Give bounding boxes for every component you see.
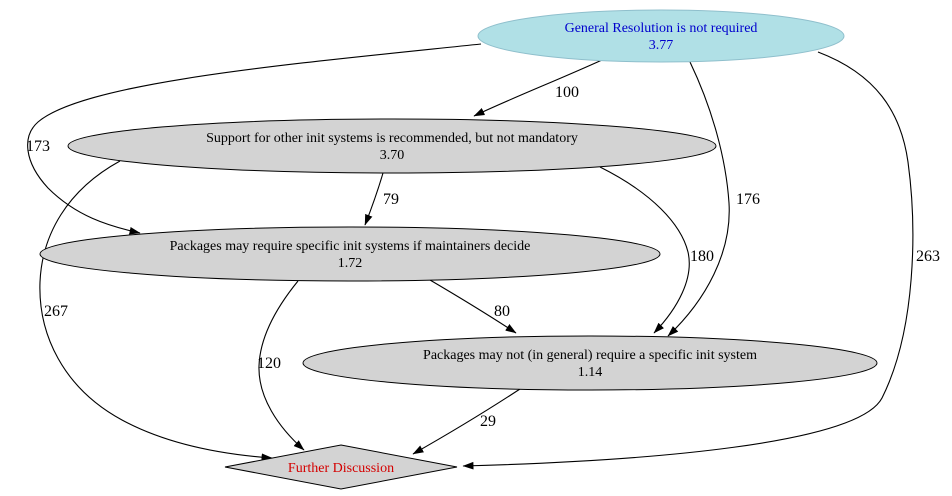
node-ellipse bbox=[39, 226, 661, 282]
edge-gr-to-may-not-require bbox=[667, 61, 730, 337]
edge-label-margin: 79 bbox=[383, 191, 399, 208]
node-score: 1.14 bbox=[578, 365, 603, 380]
node-label: Packages may not (in general) require a … bbox=[423, 348, 757, 363]
edge-gr-to-support bbox=[473, 59, 603, 117]
node-label: Support for other init systems is recomm… bbox=[206, 131, 578, 146]
edge-may-not-require-to-further-discussion bbox=[412, 388, 521, 455]
edge-support-to-maintainers-decide bbox=[364, 172, 384, 226]
edge-support-to-may-not-require bbox=[599, 166, 690, 334]
node-further-discussion: Further Discussion bbox=[224, 444, 458, 490]
node-support-other-init-recommended: Support for other init systems is recomm… bbox=[67, 118, 717, 174]
node-ellipse bbox=[67, 118, 717, 174]
node-label: Packages may require specific init syste… bbox=[170, 239, 531, 254]
edge-label-margin: 29 bbox=[480, 413, 496, 430]
edge-label-margin: 263 bbox=[916, 248, 940, 265]
edge-maintainers-decide-to-may-not-require bbox=[429, 279, 517, 334]
edge-label-margin: 173 bbox=[26, 138, 50, 155]
edge-support-to-further-discussion bbox=[39, 160, 273, 462]
edge-label-margin: 80 bbox=[494, 303, 510, 320]
node-label: General Resolution is not required bbox=[565, 21, 758, 36]
edge-label-margin: 180 bbox=[690, 248, 714, 265]
node-packages-may-require-if-maintainers-decide: Packages may require specific init syste… bbox=[39, 226, 661, 282]
node-diamond bbox=[224, 444, 458, 490]
edge-gr-to-maintainers-decide bbox=[27, 43, 482, 235]
node-label: Further Discussion bbox=[288, 461, 394, 476]
node-score: 3.77 bbox=[649, 38, 674, 53]
edge-label-margin: 100 bbox=[555, 84, 579, 101]
node-score: 1.72 bbox=[338, 256, 363, 271]
edge-gr-to-further-discussion bbox=[462, 51, 914, 470]
edges bbox=[27, 43, 914, 470]
edge-labels: 100 173 176 263 79 180 267 80 120 29 bbox=[26, 84, 940, 430]
node-general-resolution-not-required: General Resolution is not required 3.77 bbox=[477, 9, 845, 63]
node-score: 3.70 bbox=[380, 148, 405, 163]
edge-maintainers-decide-to-further-discussion bbox=[258, 280, 305, 451]
node-packages-may-not-require: Packages may not (in general) require a … bbox=[302, 335, 878, 391]
edge-label-margin: 267 bbox=[44, 303, 68, 320]
edge-label-margin: 120 bbox=[257, 355, 281, 372]
node-ellipse bbox=[302, 335, 878, 391]
edge-label-margin: 176 bbox=[736, 191, 760, 208]
node-ellipse bbox=[477, 9, 845, 63]
